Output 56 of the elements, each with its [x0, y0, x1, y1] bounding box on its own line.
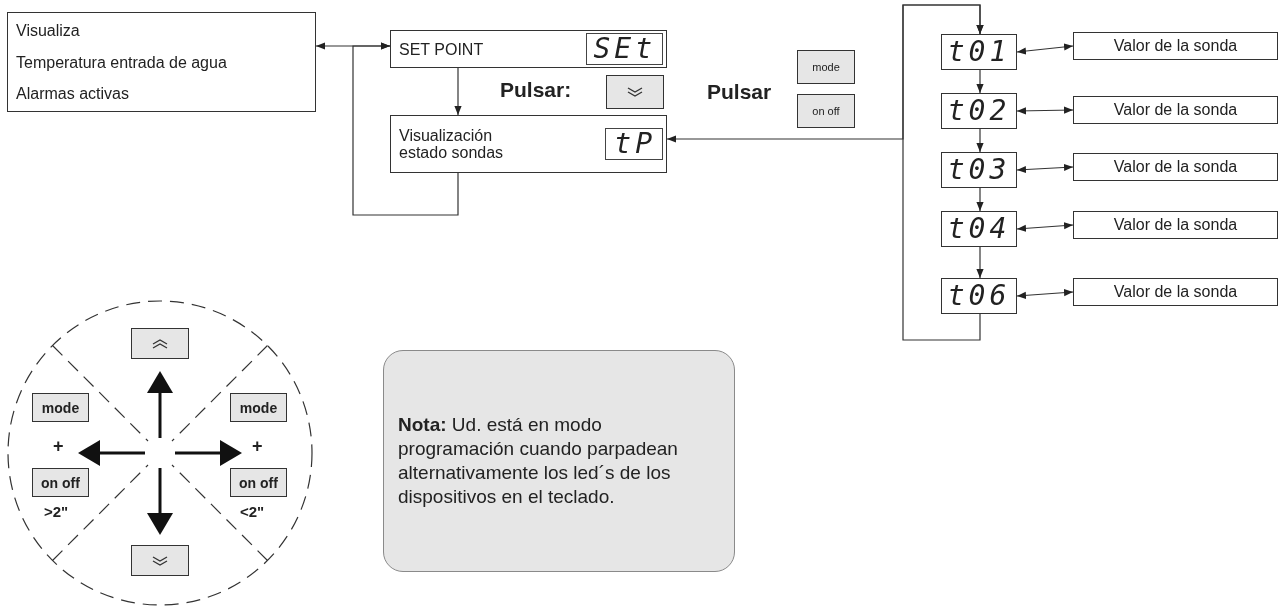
segment-readout: t02	[947, 96, 1011, 126]
connector-arrow	[976, 69, 984, 94]
connector-arrow	[1016, 43, 1074, 55]
display-box	[941, 34, 1017, 70]
menu-label: Visualización estado sondas	[399, 127, 505, 161]
key-button: mode	[230, 393, 287, 422]
value-label: Valor de la sonda	[1113, 37, 1238, 55]
info-text: Alarmas activas	[16, 84, 129, 103]
connector-arrow	[976, 128, 984, 153]
segment-readout: t01	[947, 37, 1011, 67]
value-box	[1073, 153, 1278, 181]
info-text: Temperatura entrada de agua	[16, 52, 227, 72]
connector-arrow	[1016, 289, 1074, 299]
key-button: on off	[797, 94, 855, 128]
connector-arrow	[352, 42, 459, 216]
connector-arrow	[976, 246, 984, 279]
value-box	[1073, 211, 1278, 239]
value-label: Valor de la sonda	[1113, 158, 1238, 176]
key-button: mode	[32, 393, 89, 422]
connector-arrow	[454, 67, 462, 116]
connector-arrow	[1016, 106, 1074, 115]
segment-readout: t03	[947, 155, 1011, 185]
plus-sign: +	[252, 436, 263, 457]
menu-label: SET POINT	[399, 40, 485, 58]
time-label: >2"	[44, 503, 69, 520]
value-label: Valor de la sonda	[1113, 101, 1238, 119]
segment-readout: t06	[947, 281, 1011, 311]
display-box	[941, 152, 1017, 188]
value-box	[1073, 96, 1278, 124]
display-box	[941, 93, 1017, 129]
connector-arrow	[1016, 222, 1074, 232]
connector-arrow	[902, 4, 984, 341]
value-label: Valor de la sonda	[1113, 283, 1238, 301]
display-box	[941, 278, 1017, 314]
plus-sign: +	[53, 436, 64, 457]
note-box	[383, 350, 735, 572]
value-box	[1073, 278, 1278, 306]
info-box	[7, 12, 316, 112]
info-text: Visualiza	[16, 21, 80, 40]
segment-readout: t04	[947, 214, 1011, 244]
menu-box	[390, 30, 667, 68]
instruction-label: Pulsar:	[500, 78, 572, 102]
value-box	[1073, 32, 1278, 60]
instruction-label: Pulsar	[707, 80, 772, 104]
segment-display: SEt	[586, 33, 663, 65]
key-button: on off	[32, 468, 89, 497]
value-label: Valor de la sonda	[1113, 216, 1238, 234]
key-button: on off	[230, 468, 287, 497]
key-button: mode	[797, 50, 855, 84]
time-label: <2"	[240, 503, 265, 520]
display-box	[941, 211, 1017, 247]
menu-box	[390, 115, 667, 173]
segment-display: tP	[605, 128, 663, 160]
connector-arrow	[1016, 163, 1074, 174]
connector-arrow	[976, 187, 984, 212]
note-text: Nota: Ud. está en modo programación cuando parpadean alternativamente los led´s de los dispositivos en el teclado.	[398, 413, 679, 509]
